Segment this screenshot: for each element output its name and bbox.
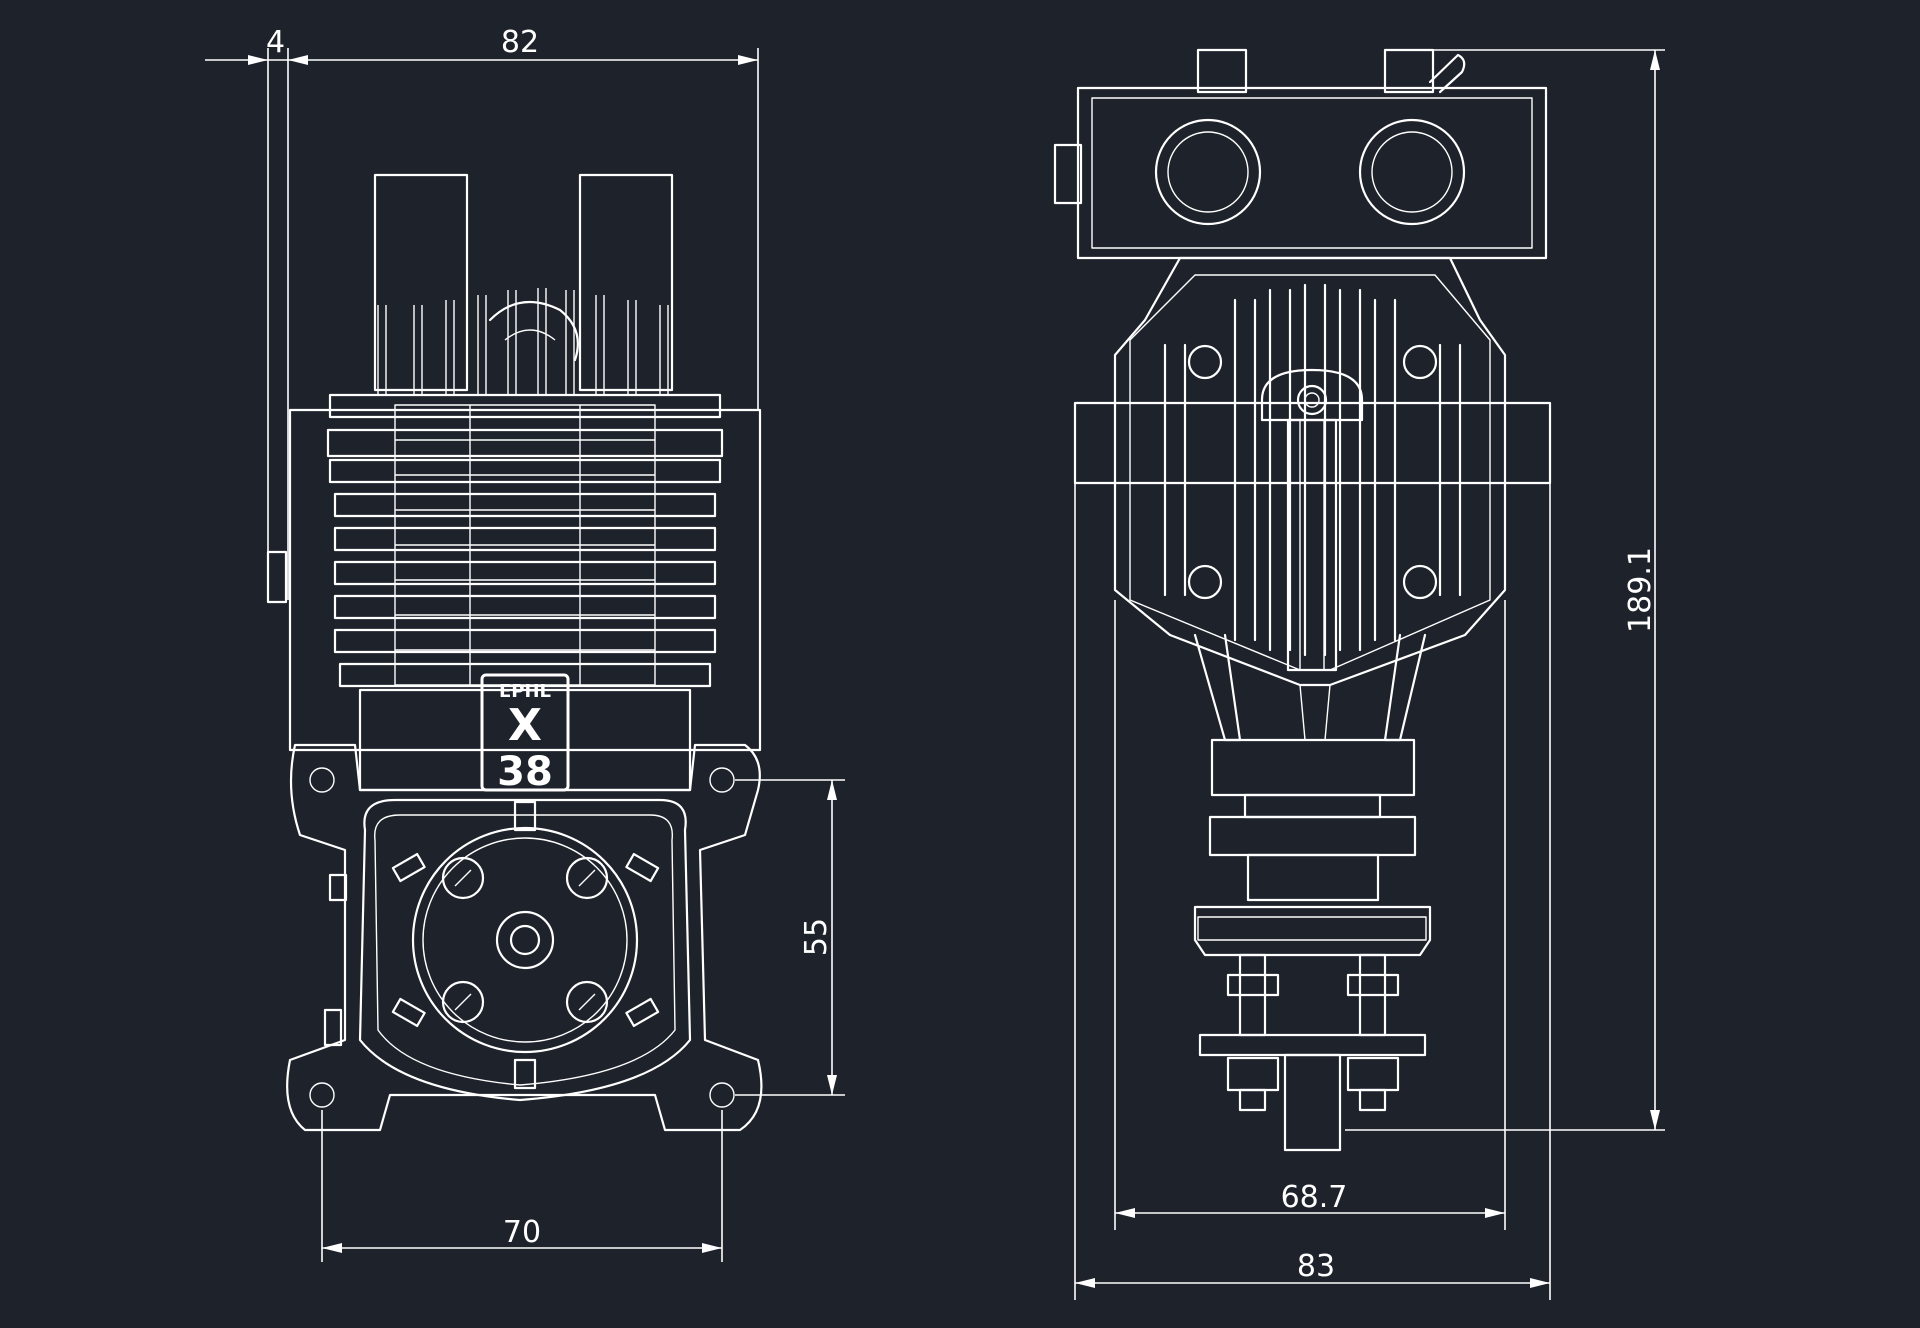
cylinder-block (266, 393, 762, 752)
dim-top-width-label: 82 (501, 25, 539, 60)
logo-letter: X (508, 700, 542, 751)
dim-body-width-label: 68.7 (1281, 1180, 1348, 1215)
dimension-total-height: 189.1 (1345, 49, 1665, 1131)
dimension-body-width: 68.7 (1114, 600, 1506, 1230)
dim-total-height-label: 189.1 (1623, 547, 1658, 633)
dimension-overall-width: 83 (1075, 1249, 1550, 1288)
head-fins-top (377, 288, 669, 395)
crankcase-lower (1193, 633, 1432, 957)
dim-overall-width-label: 83 (1297, 1249, 1335, 1284)
cylinder-head (1113, 256, 1507, 687)
side-view: 189.1 68.7 83 (1053, 48, 1665, 1300)
dim-mount-height-label: 55 (799, 918, 834, 956)
dimension-mount-height: 55 (735, 779, 845, 1096)
mount-plate (1073, 401, 1552, 1300)
dim-offset-label: 4 (266, 25, 285, 60)
dimension-mount-width: 70 (321, 1110, 723, 1262)
exhaust-stacks (373, 173, 674, 392)
dimension-top-width: 4 82 (205, 25, 759, 600)
engine-logo: EPHL X 38 (358, 673, 692, 795)
logo-number: 38 (497, 749, 553, 795)
muffler (1053, 48, 1548, 260)
prop-hub (1198, 953, 1427, 1152)
logo-brand: EPHL (499, 681, 551, 702)
front-view: 4 82 (205, 25, 845, 1262)
dim-mount-width-label: 70 (503, 1215, 541, 1250)
crankcase (286, 743, 763, 1132)
